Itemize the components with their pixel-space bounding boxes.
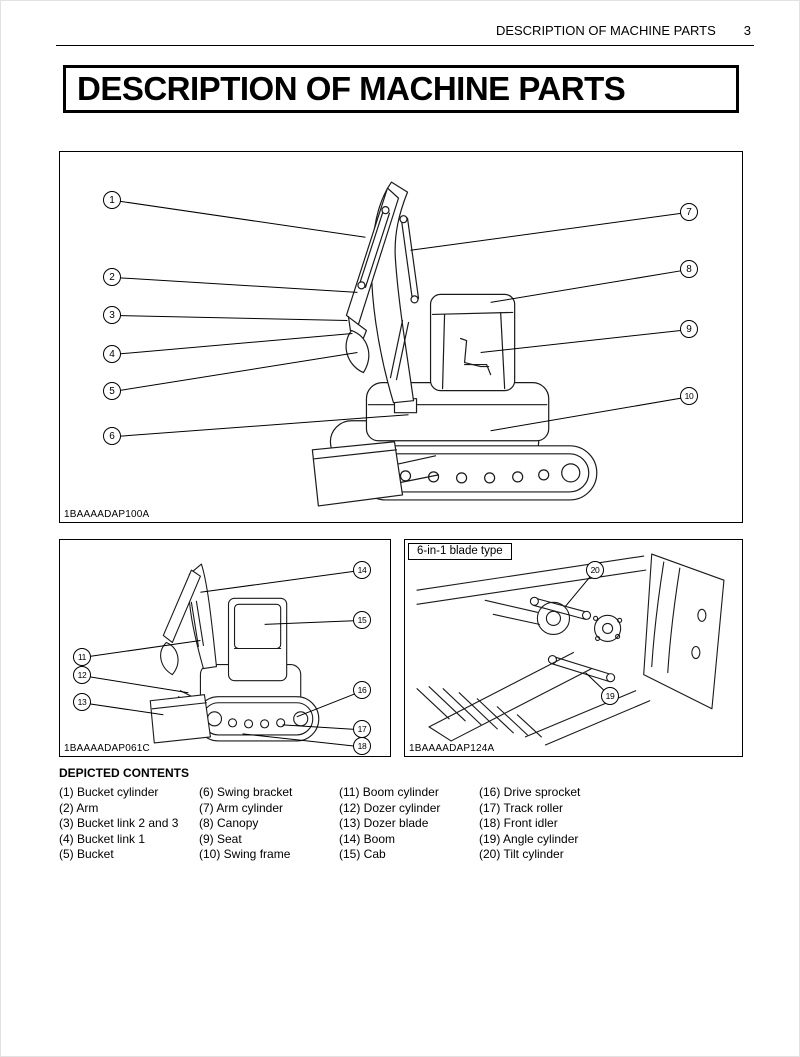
parts-list-item: (20) Tilt cylinder [479, 847, 564, 861]
callout-16: 16 [353, 681, 371, 699]
parts-list-item: (19) Angle cylinder [479, 831, 579, 846]
compact-excavator-diagram [81, 563, 364, 748]
parts-list-item: (10) Swing frame [199, 847, 291, 861]
callout-11: 11 [73, 648, 91, 666]
callout-13: 13 [73, 693, 91, 711]
callout-1: 1 [103, 191, 121, 209]
main-excavator-diagram [111, 181, 691, 507]
contents-columns: (1) Bucket cylinder (2) Arm (3) Bucket l… [59, 785, 743, 863]
callout-19: 19 [601, 687, 619, 705]
parts-list-item: (6) Swing bracket [199, 785, 293, 799]
figure-code: 1BAAAADAP061C [64, 743, 150, 754]
page-number: 3 [743, 23, 751, 38]
parts-list-item: (2) Arm [59, 800, 99, 815]
parts-list-item: (14) Boom [339, 831, 396, 846]
parts-list-item: (17) Track roller [479, 800, 564, 815]
parts-list-item: (18) Front idler [479, 816, 558, 830]
contents-heading: DEPICTED CONTENTS [59, 766, 190, 780]
parts-list-item: (8) Canopy [199, 816, 259, 830]
leader-lines [81, 569, 364, 748]
excavator-art [311, 181, 598, 507]
parts-list-item: (11) Boom cylinder [339, 785, 439, 799]
contents-column-3: (11) Boom cylinder (12) Dozer cylinder (… [339, 785, 479, 863]
header-title: DESCRIPTION OF MACHINE PARTS [495, 23, 716, 38]
callout-2: 2 [103, 268, 121, 286]
callout-18: 18 [353, 737, 371, 755]
callout-20: 20 [586, 561, 604, 579]
callout-5: 5 [103, 382, 121, 400]
callout-4: 4 [103, 345, 121, 363]
parts-list-item: (16) Drive sprocket [479, 785, 581, 799]
parts-list-item: (9) Seat [199, 831, 242, 846]
callout-12: 12 [73, 666, 91, 684]
callout-6: 6 [103, 427, 121, 445]
page-title: DESCRIPTION OF MACHINE PARTS [77, 70, 626, 107]
figure-code: 1BAAAADAP100A [64, 509, 150, 520]
leader-lines [111, 199, 691, 438]
compact-machine-figure: 11 12 13 14 15 16 17 18 1BAAAADAP061C [59, 539, 391, 757]
callout-3: 3 [103, 306, 121, 324]
title-box: DESCRIPTION OF MACHINE PARTS [63, 65, 739, 113]
figure-code: 1BAAAADAP124A [409, 743, 495, 754]
depicted-contents: DEPICTED CONTENTS (1) Bucket cylinder (2… [59, 766, 743, 863]
page-header: DESCRIPTION OF MACHINE PARTS 3 [56, 23, 751, 38]
parts-list-item: (7) Arm cylinder [199, 800, 284, 815]
contents-column-1: (1) Bucket cylinder (2) Arm (3) Bucket l… [59, 785, 199, 863]
main-figure: 1 2 3 4 5 6 7 8 9 10 1BAAAADAP100A [59, 151, 743, 523]
blade-art [416, 553, 725, 746]
callout-14: 14 [353, 561, 371, 579]
parts-list-item: (1) Bucket cylinder [59, 785, 159, 799]
blade-figure: 6-in-1 blade type [404, 539, 743, 757]
parts-list-item: (13) Dozer blade [339, 816, 429, 830]
callout-17: 17 [353, 720, 371, 738]
header-rule [56, 45, 754, 46]
parts-list-item: (12) Dozer cylinder [339, 800, 441, 815]
contents-column-4: (16) Drive sprocket (17) Track roller (1… [479, 785, 580, 863]
parts-list-item: (15) Cab [339, 847, 386, 861]
parts-list-item: (5) Bucket [59, 847, 114, 861]
blade-type-label: 6-in-1 blade type [408, 543, 512, 560]
parts-list-item: (3) Bucket link 2 and 3 [59, 816, 179, 830]
callout-8: 8 [680, 260, 698, 278]
callout-15: 15 [353, 611, 371, 629]
callout-9: 9 [680, 320, 698, 338]
callout-7: 7 [680, 203, 698, 221]
callout-10: 10 [680, 387, 698, 405]
six-in-one-blade-diagram [416, 553, 725, 746]
contents-column-2: (6) Swing bracket (7) Arm cylinder (8) C… [199, 785, 339, 863]
excavator-art [149, 563, 320, 744]
parts-list-item: (4) Bucket link 1 [59, 831, 146, 846]
